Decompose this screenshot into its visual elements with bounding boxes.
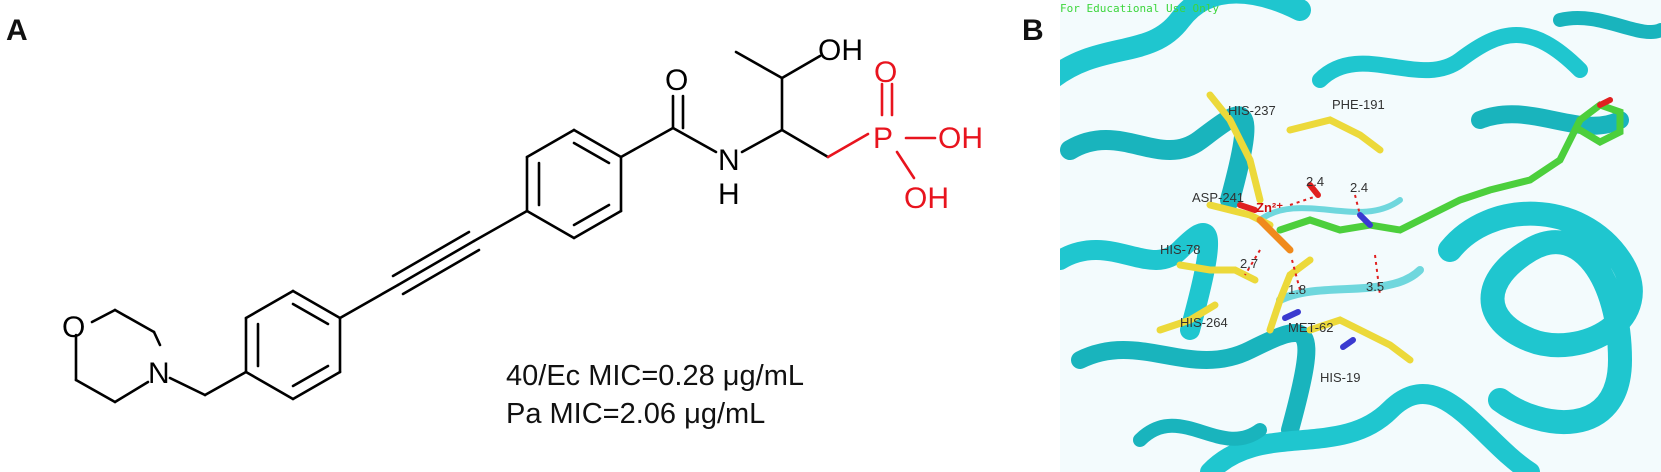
watermark-text: For Educational Use Only xyxy=(1060,2,1219,15)
atom-n-morpholine: N xyxy=(148,357,170,390)
residue-label-phe191: PHE-191 xyxy=(1332,97,1385,112)
atom-n-amide: N xyxy=(718,144,740,177)
atom-o-phosphoryl: O xyxy=(874,56,897,89)
residue-label-his19: HIS-19 xyxy=(1320,370,1360,385)
zinc-ion-label: Zn²⁺ xyxy=(1256,200,1283,215)
distance-labels: 2.4 2.4 2.7 1.8 3.5 xyxy=(1240,174,1384,297)
residue-label-asp241: ASP-241 xyxy=(1192,190,1244,205)
mic-ec-text: 40/Ec MIC=0.28 μg/mL xyxy=(506,360,804,392)
hetero-atoms xyxy=(1237,97,1613,350)
distance-label-2: 2.4 xyxy=(1350,180,1368,195)
residue-labels: HIS-237 PHE-191 ASP-241 HIS-78 HIS-264 M… xyxy=(1160,97,1385,385)
distance-label-5: 3.5 xyxy=(1366,279,1384,294)
hydrogen-bonds xyxy=(1244,194,1381,296)
ligand-sticks xyxy=(1276,101,1624,234)
distance-label-4: 1.8 xyxy=(1288,282,1306,297)
residue-label-his78: HIS-78 xyxy=(1160,242,1200,257)
panel-label-b: B xyxy=(1022,14,1044,47)
panel-label-a: A xyxy=(6,14,28,47)
mic-pa-text: Pa MIC=2.06 μg/mL xyxy=(506,398,766,430)
residue-label-met62: MET-62 xyxy=(1288,320,1334,335)
distance-label-1: 2.4 xyxy=(1306,174,1324,189)
docking-render: HIS-237 PHE-191 ASP-241 HIS-78 HIS-264 M… xyxy=(1060,0,1661,472)
atom-oh-p1: OH xyxy=(938,122,983,155)
phosphonate-bonds xyxy=(826,82,937,180)
bonds xyxy=(74,50,830,404)
atom-o-morpholine: O xyxy=(62,311,85,344)
atom-p: P xyxy=(873,122,893,155)
distance-label-3: 2.7 xyxy=(1240,256,1258,271)
chemical-structure: O OH N H O N O P OH OH xyxy=(62,34,983,404)
atom-h-amide: H xyxy=(718,178,740,211)
phosphonate-sticks xyxy=(1256,216,1294,254)
atom-labels: O OH N H O N O P OH OH xyxy=(62,34,983,390)
atom-oh-p2: OH xyxy=(904,182,949,215)
residue-label-his237: HIS-237 xyxy=(1228,103,1276,118)
atom-oh-hydroxyl: OH xyxy=(818,34,863,67)
residue-label-his264: HIS-264 xyxy=(1180,315,1228,330)
docking-view: HIS-237 PHE-191 ASP-241 HIS-78 HIS-264 M… xyxy=(1060,0,1661,472)
protein-ribbons xyxy=(1060,0,1661,472)
atom-o-carbonyl: O xyxy=(665,64,688,97)
